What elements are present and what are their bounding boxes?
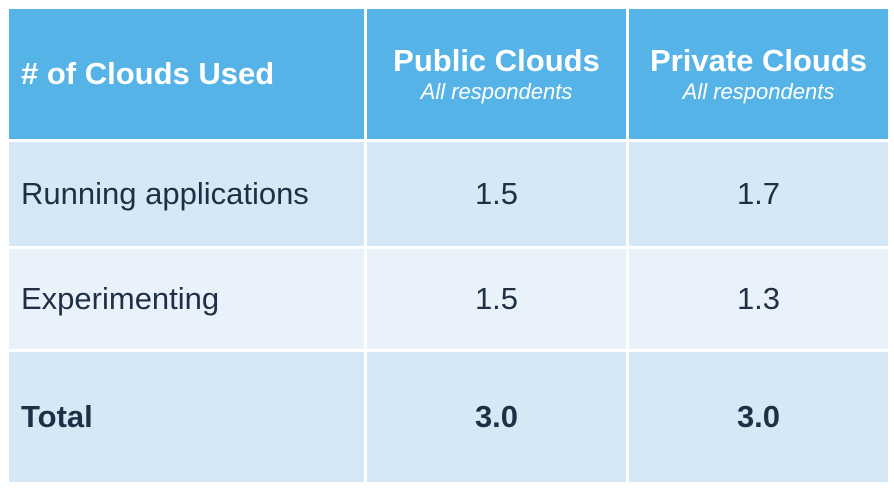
table-row-running-applications: Running applications 1.5 1.7: [6, 139, 891, 249]
clouds-table-container: # of Clouds Used Public Clouds All respo…: [6, 6, 891, 485]
row-label-total: Total: [6, 349, 367, 485]
header-private-clouds: Private Clouds All respondents: [626, 6, 891, 142]
row-label-experimenting: Experimenting: [6, 246, 367, 352]
table-header-row: # of Clouds Used Public Clouds All respo…: [6, 6, 891, 142]
cell-running-private: 1.7: [626, 139, 891, 249]
header-public-clouds-title: Public Clouds: [393, 43, 600, 78]
clouds-used-table: # of Clouds Used Public Clouds All respo…: [6, 6, 891, 485]
table-row-total: Total 3.0 3.0: [6, 349, 891, 485]
cell-total-public: 3.0: [364, 349, 629, 485]
cell-experimenting-public: 1.5: [364, 246, 629, 352]
header-private-clouds-title: Private Clouds: [649, 43, 868, 78]
table-row-experimenting: Experimenting 1.5 1.3: [6, 246, 891, 352]
header-first-col: # of Clouds Used: [6, 6, 367, 142]
cell-total-private: 3.0: [626, 349, 891, 485]
cell-experimenting-private: 1.3: [626, 246, 891, 352]
cell-running-public: 1.5: [364, 139, 629, 249]
header-private-clouds-subtitle: All respondents: [682, 79, 835, 104]
header-public-clouds-subtitle: All respondents: [420, 79, 573, 104]
row-label-running-applications: Running applications: [6, 139, 367, 249]
header-public-clouds: Public Clouds All respondents: [364, 6, 629, 142]
